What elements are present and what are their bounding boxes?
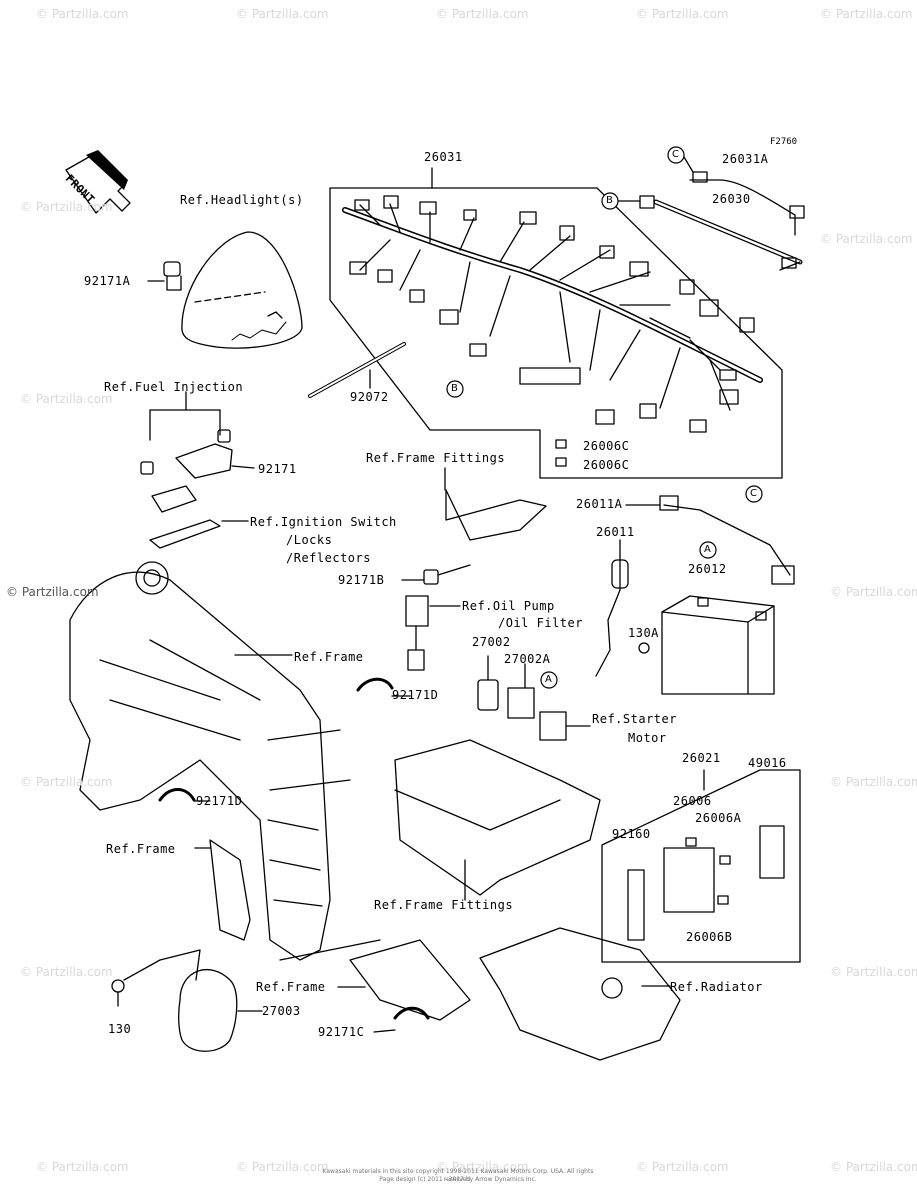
callout-a-mid xyxy=(699,541,717,559)
callout-letter-c: C xyxy=(750,488,758,499)
ref-label: Ref.Fuel Injection xyxy=(104,380,244,394)
ref-label: /Oil Filter xyxy=(498,616,583,630)
battery-tray-shape xyxy=(394,739,601,896)
ref-label: Ref.Frame xyxy=(256,980,326,994)
part-label[interactable]: 92171D xyxy=(392,688,439,702)
callout-a-low xyxy=(540,671,558,689)
watermark: © Partzilla.com xyxy=(36,7,129,21)
battery-shape xyxy=(661,595,775,695)
ecu-box xyxy=(601,769,801,963)
watermark: © Partzilla.com xyxy=(20,200,113,214)
part-label[interactable]: 26011 xyxy=(596,525,635,539)
part-label[interactable]: 27003 xyxy=(262,1004,301,1018)
clip-92171a-icon xyxy=(147,261,182,291)
ref-label: /Locks xyxy=(286,533,333,547)
part-label[interactable]: 26006C xyxy=(583,439,630,453)
part-label[interactable]: 92171D xyxy=(196,794,243,808)
part-label[interactable]: 130 xyxy=(108,1022,132,1036)
part-label[interactable]: 92072 xyxy=(350,390,389,404)
ref-label: Ref.Frame xyxy=(106,842,176,856)
ref-label: Ref.Radiator xyxy=(670,980,763,994)
part-label[interactable]: 27002A xyxy=(504,652,551,666)
watermark: © Partzilla.com xyxy=(236,1160,329,1174)
front-arrow-icon xyxy=(65,150,131,214)
watermark: © Partzilla.com xyxy=(830,585,917,599)
part-label[interactable]: 26006C xyxy=(583,458,630,472)
part-label[interactable]: 26012 xyxy=(688,562,727,576)
part-label[interactable]: 92171 xyxy=(258,462,297,476)
ref-label: Ref.Frame Fittings xyxy=(366,451,506,465)
ref-label: Ref.Ignition Switch xyxy=(250,515,397,529)
callout-letter-b: B xyxy=(451,383,459,394)
watermark: © Partzilla.com xyxy=(830,1160,917,1174)
footer-design: Page design (c) 2011 - 2017 by Arrow Dyn… xyxy=(379,1176,537,1183)
part-label[interactable]: 26006B xyxy=(686,930,733,944)
watermark: © Partzilla.com xyxy=(636,1160,729,1174)
part-label[interactable]: 130A xyxy=(628,626,659,640)
callout-letter-c: C xyxy=(672,149,680,160)
callout-letter-a: A xyxy=(704,544,712,555)
watermark: © Partzilla.com xyxy=(236,7,329,21)
part-label[interactable]: 26021 xyxy=(682,751,721,765)
part-label[interactable]: 26006 xyxy=(673,794,712,808)
part-label[interactable]: 26011A xyxy=(576,497,623,511)
callout-c-top xyxy=(667,146,685,164)
callout-c-mid xyxy=(745,485,763,503)
watermark: © Partzilla.com xyxy=(6,585,99,599)
part-label[interactable]: 26031A xyxy=(722,152,769,166)
ref-label: Ref.Oil Pump xyxy=(462,599,555,613)
watermark: © Partzilla.com xyxy=(36,1160,129,1174)
watermark: © Partzilla.com xyxy=(436,7,529,21)
part-label[interactable]: 26006A xyxy=(695,811,742,825)
ref-label: Ref.Headlight(s) xyxy=(180,193,304,207)
ref-label: Ref.Frame Fittings xyxy=(374,898,514,912)
horn-shape xyxy=(178,969,238,1052)
headlight-shape xyxy=(181,231,303,349)
watermark: © Partzilla.com xyxy=(20,965,113,979)
watermark: © Partzilla.com xyxy=(20,392,113,406)
part-label[interactable]: 92171C xyxy=(318,1025,365,1039)
watermark: © Partzilla.com xyxy=(830,965,917,979)
ref-label: Ref.Starter xyxy=(592,712,677,726)
radiator-cover-shape xyxy=(479,927,681,1061)
callout-b-mid xyxy=(446,380,464,398)
callout-b-top xyxy=(601,192,619,210)
harness-box xyxy=(329,187,783,479)
part-label[interactable]: 92171A xyxy=(84,274,131,288)
figure-code: F2760 xyxy=(770,137,798,147)
part-label[interactable]: 49016 xyxy=(748,756,787,770)
ref-label: Ref.Frame xyxy=(294,650,364,664)
watermark: © Partzilla.com xyxy=(830,775,917,789)
footer-copyright: Kawasaki materials in this site copyrigh… xyxy=(322,1168,594,1183)
watermark: © Partzilla.com xyxy=(636,7,729,21)
callout-letter-b: B xyxy=(606,195,614,206)
part-label[interactable]: 26030 xyxy=(712,192,751,206)
part-label[interactable]: 92171B xyxy=(338,573,385,587)
part-label[interactable]: 27002 xyxy=(472,635,511,649)
watermark: © Partzilla.com xyxy=(436,1160,529,1174)
callout-letter-a: A xyxy=(545,674,553,685)
watermark: © Partzilla.com xyxy=(820,7,913,21)
part-label[interactable]: 92160 xyxy=(612,827,651,841)
watermark: © Partzilla.com xyxy=(820,232,913,246)
ref-label: Motor xyxy=(628,731,667,745)
ref-label: /Reflectors xyxy=(286,551,371,565)
watermark: © Partzilla.com xyxy=(20,775,113,789)
frame-shape xyxy=(69,571,331,961)
part-label[interactable]: 26031 xyxy=(424,150,463,164)
